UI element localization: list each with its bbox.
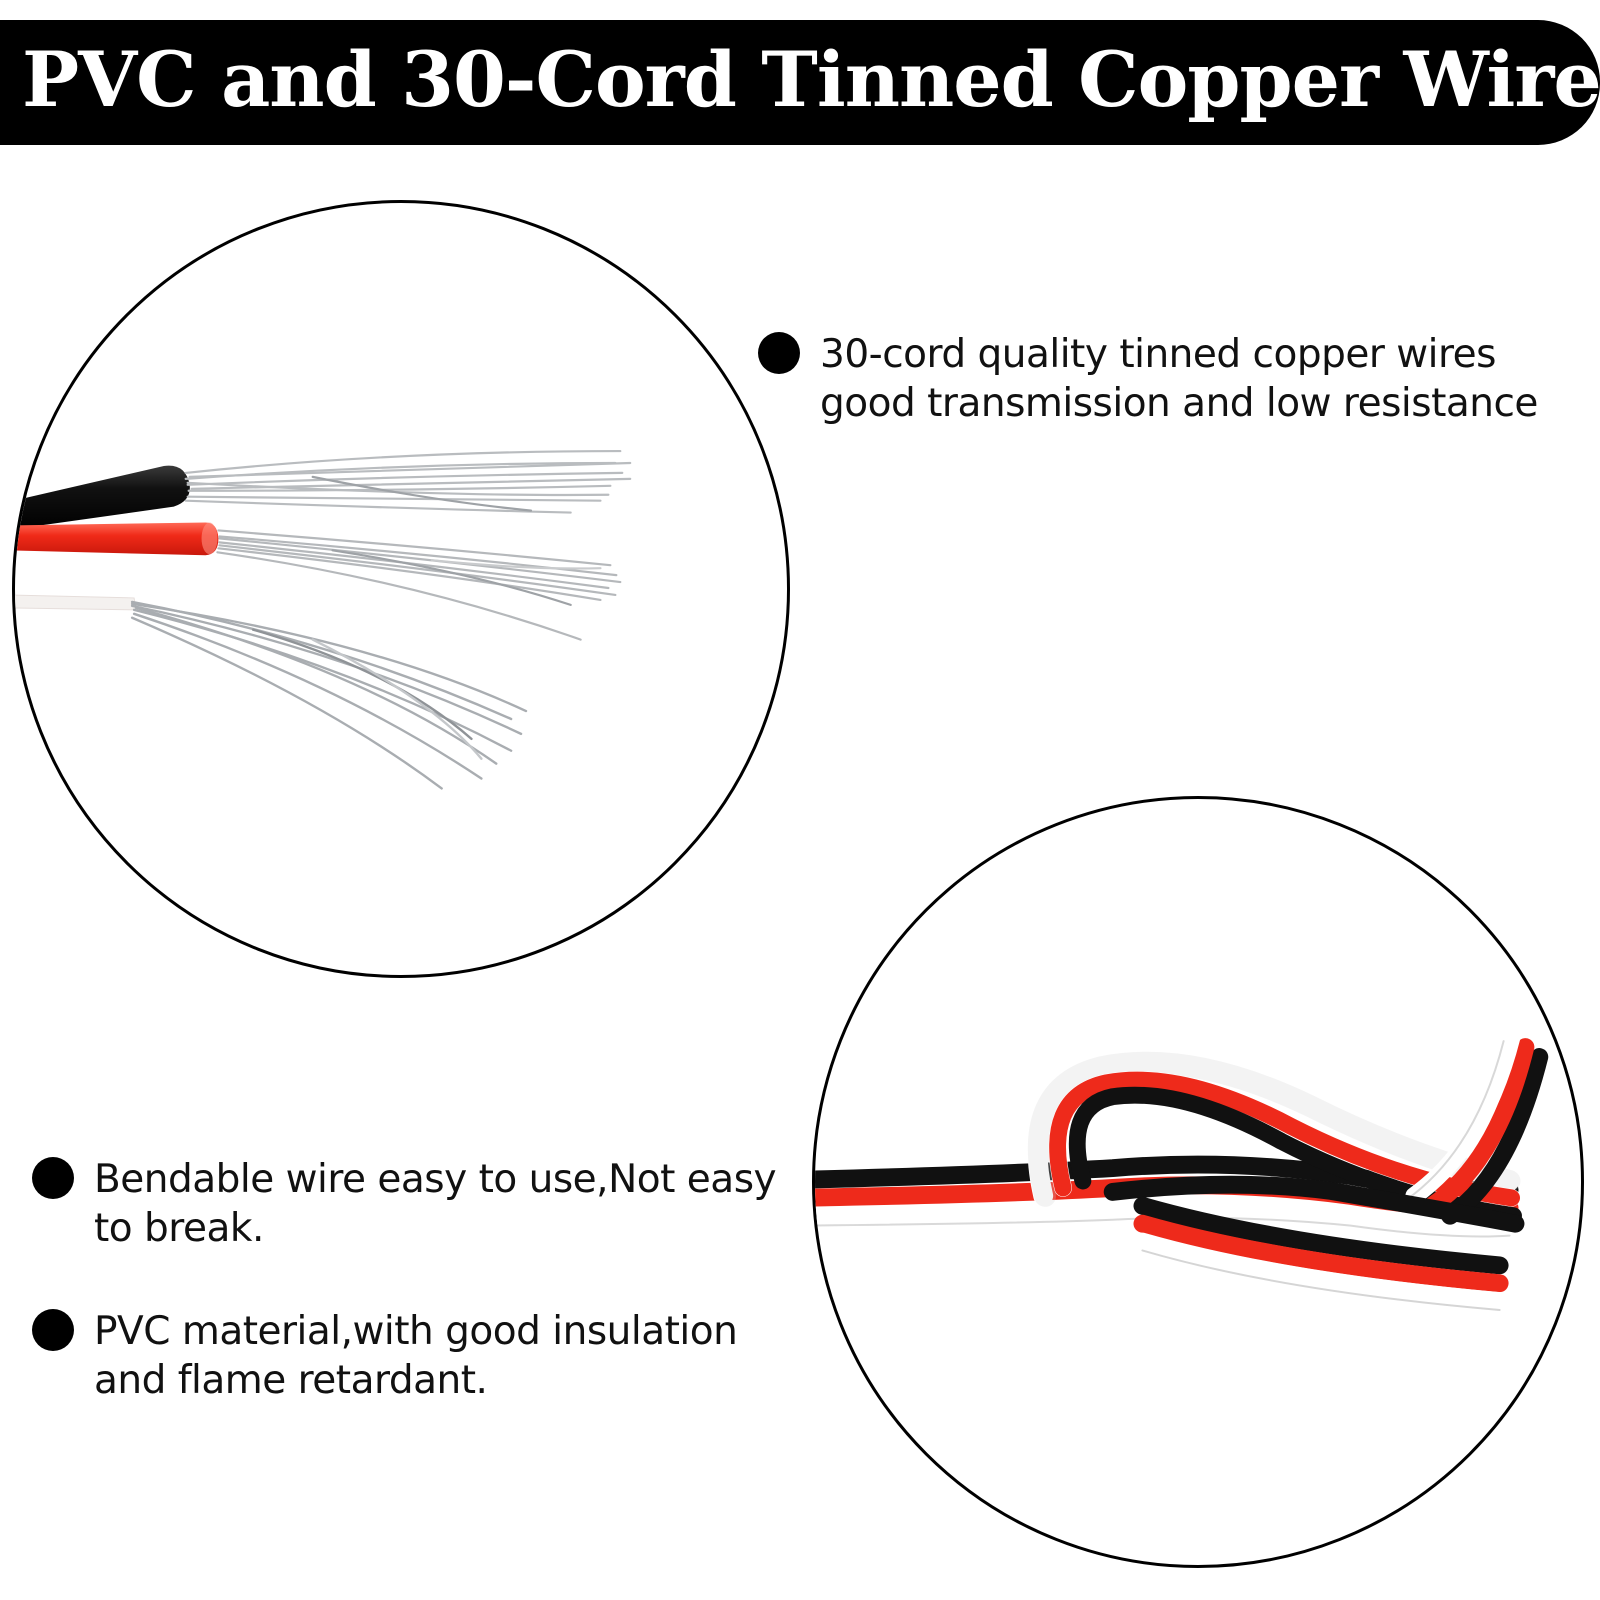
title-banner: PVC and 30-Cord Tinned Copper Wire (0, 20, 1600, 145)
feature-bendable-text: Bendable wire easy to use,Not easy to br… (94, 1155, 777, 1253)
feature-line: good transmission and low resistance (820, 381, 1538, 426)
knotted-cable-illustration (815, 1028, 1549, 1311)
feature-pvc-material: PVC material,with good insulation and fl… (32, 1307, 738, 1405)
red-wire-strands (216, 529, 622, 641)
feature-pvc-material-text: PVC material,with good insulation and fl… (94, 1307, 738, 1405)
white-wire-insulation (15, 594, 137, 611)
stripped-wires-photo (12, 200, 790, 978)
feature-strand-quality-text: 30-cord quality tinned copper wires good… (820, 330, 1538, 428)
right-cable-run (1405, 1028, 1549, 1225)
feature-line: 30-cord quality tinned copper wires (820, 332, 1496, 377)
red-wire-insulation (15, 522, 219, 556)
bullet-dot-icon (758, 332, 800, 374)
bullet-dot-icon (32, 1157, 74, 1199)
black-wire-insulation (15, 465, 190, 530)
stripped-wires-illustration (15, 449, 632, 790)
white-wire-strands (130, 600, 528, 790)
feature-line: PVC material,with good insulation (94, 1309, 738, 1354)
bullet-dot-icon (32, 1309, 74, 1351)
bottom-cable-run (1133, 1196, 1509, 1311)
feature-bendable: Bendable wire easy to use,Not easy to br… (32, 1155, 777, 1253)
page-title: PVC and 30-Cord Tinned Copper Wire (22, 35, 1600, 124)
feature-line: to break. (94, 1206, 264, 1251)
feature-strand-quality: 30-cord quality tinned copper wires good… (758, 330, 1538, 428)
feature-line: and flame retardant. (94, 1358, 488, 1403)
feature-line: Bendable wire easy to use,Not easy (94, 1157, 777, 1202)
knot-front-pass (1103, 1175, 1525, 1233)
knotted-cable-photo (812, 796, 1584, 1568)
black-wire-strands (184, 449, 632, 514)
